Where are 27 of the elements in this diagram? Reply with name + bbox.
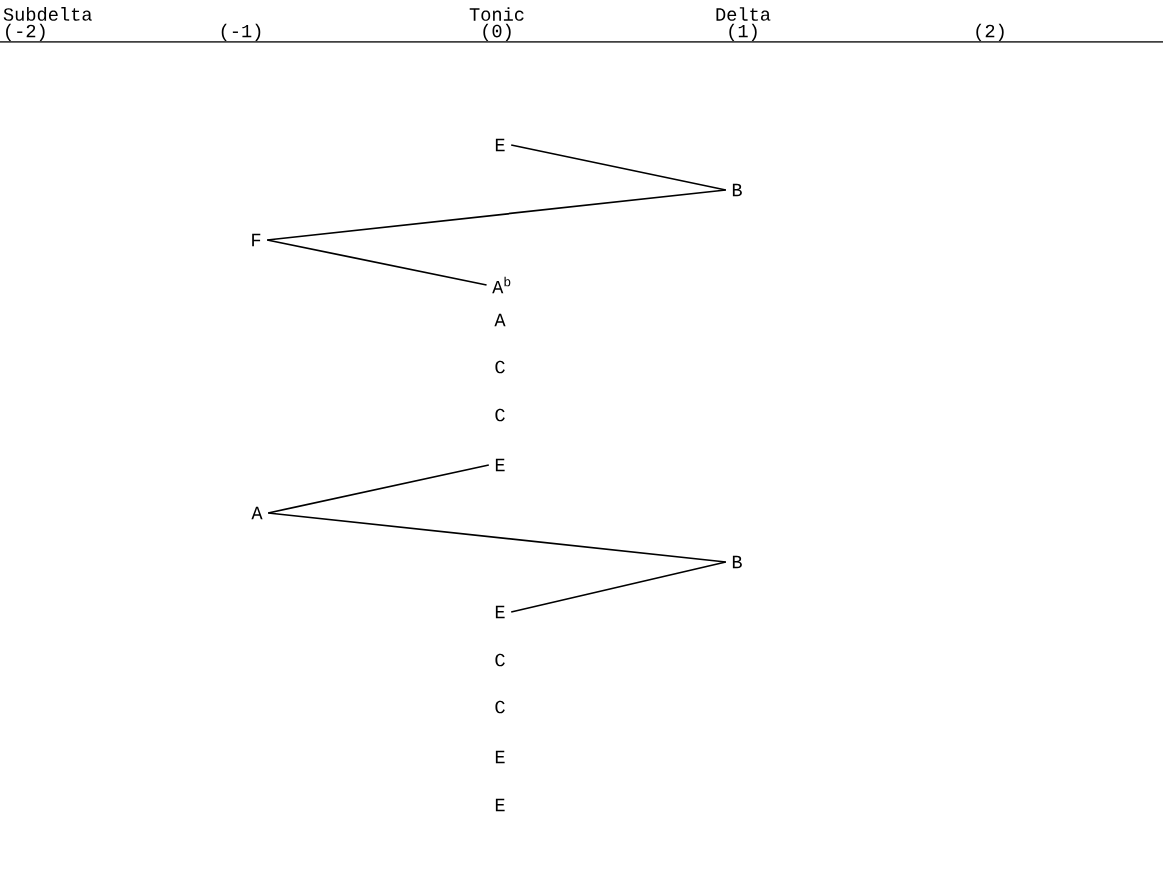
- note-letter: A: [494, 313, 506, 327]
- column-heading: (1): [729, 23, 757, 42]
- note-letter: C: [495, 653, 505, 667]
- connecting-line: [510, 561, 727, 613]
- note-letter: E: [495, 750, 505, 764]
- column-heading: Subdelta: [3, 7, 92, 21]
- note-letter: B: [732, 555, 742, 569]
- note-letter: C: [495, 408, 505, 422]
- connecting-line: [267, 512, 727, 563]
- column-heading: (-2): [6, 23, 45, 42]
- note-letter: C: [495, 360, 505, 374]
- column-heading: Tonic: [469, 7, 524, 21]
- note-letter: E: [495, 138, 505, 152]
- note-letter: E: [495, 605, 505, 619]
- connecting-line: [266, 189, 727, 241]
- connecting-line: [266, 239, 488, 286]
- note-letter: E: [495, 458, 505, 472]
- note-letter: B: [732, 183, 742, 197]
- column-heading: (-1): [221, 23, 261, 42]
- column-heading: Delta: [716, 7, 771, 21]
- column-heading: (0): [483, 23, 511, 42]
- note-letter: C: [495, 700, 505, 714]
- note-letter: A$^{b}$: [492, 276, 511, 294]
- note-letter: A: [251, 506, 263, 520]
- column-heading: (2): [976, 23, 1004, 42]
- note-letter: E: [495, 798, 505, 812]
- note-letter: F: [252, 233, 261, 247]
